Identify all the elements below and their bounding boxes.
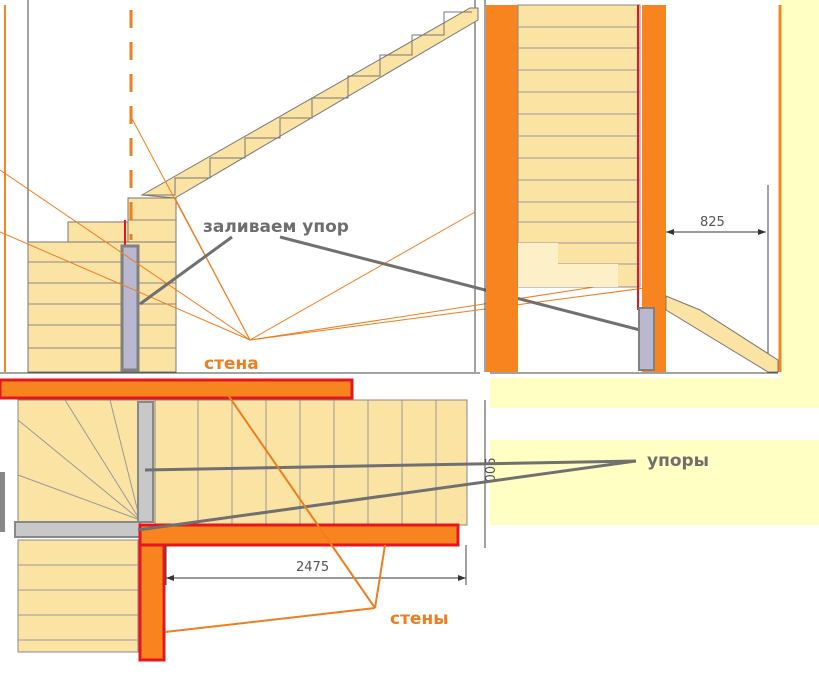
right-background-strip <box>490 378 819 408</box>
top-wall-plan <box>0 378 354 400</box>
plan-view: 900 2475 <box>0 378 637 662</box>
right-background-panel <box>780 0 819 405</box>
support-beam-vertical <box>137 401 154 523</box>
front-view-right: 825 <box>484 0 782 374</box>
side-view-left <box>0 0 646 374</box>
dimension-2475: 2475 <box>296 560 329 575</box>
support-beam-horizontal <box>14 521 141 538</box>
label-pour-stop: заливаем упор <box>203 217 349 237</box>
bottom-wall-horizontal <box>138 523 460 547</box>
plan-steps <box>154 399 468 526</box>
front-steps <box>517 4 641 288</box>
label-walls: стены <box>390 609 449 629</box>
upper-flight <box>140 7 479 199</box>
support-post-right <box>638 307 655 371</box>
support-post-left <box>120 244 140 372</box>
winder-steps <box>17 399 156 523</box>
bottom-wall-vertical <box>138 543 166 662</box>
label-stops: упоры <box>647 451 709 471</box>
wall-left-section <box>486 5 518 372</box>
label-wall: стена <box>204 354 259 374</box>
dimension-900: 900 <box>481 458 496 483</box>
lower-flight-plan <box>17 539 139 653</box>
descending-flight <box>665 295 779 373</box>
dimension-825: 825 <box>700 215 725 230</box>
right-background-lower <box>490 440 819 525</box>
